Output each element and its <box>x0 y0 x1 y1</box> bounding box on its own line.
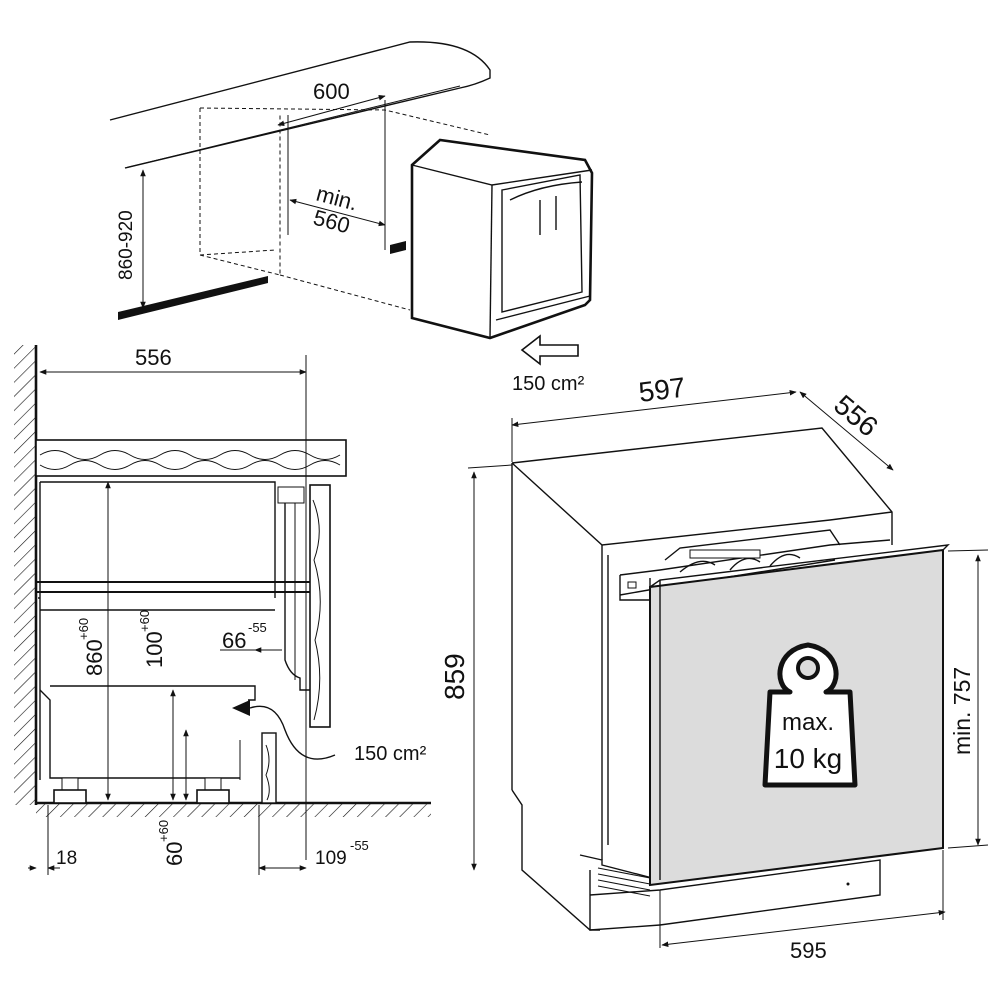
cabinet-top <box>511 427 893 545</box>
foot-label: 60 <box>162 842 187 866</box>
front-depth-dim <box>799 391 894 471</box>
right-offset-label: 109 <box>315 848 347 869</box>
appliance-mid <box>38 597 275 611</box>
door-height-ext-bottom <box>947 844 989 849</box>
door-width-dim <box>661 909 946 948</box>
niche-top-edge <box>199 107 491 136</box>
top-ventilation-label: 150 cm² <box>512 373 585 395</box>
appliance-foot-left <box>53 777 87 804</box>
side-ventilation-label: 150 cm² <box>354 743 427 765</box>
plinth-panel <box>589 859 881 926</box>
niche-back-floor <box>199 249 276 256</box>
door-top-edge <box>649 544 950 588</box>
front-depth-label: 556 <box>828 389 884 443</box>
appliance-box <box>410 138 594 340</box>
niche-floor-edge <box>279 274 411 311</box>
appliance-plinth <box>495 295 591 321</box>
plinth-strip-left <box>118 276 268 320</box>
plinth-shelf <box>50 685 256 701</box>
countertop-section <box>35 439 347 477</box>
height-860-920-label: 860-920 <box>116 210 137 280</box>
hinge-arm <box>284 503 310 691</box>
side-section: 556 860 +60 100 +60 <box>14 345 431 875</box>
gap-label: 66 <box>222 628 246 653</box>
hinge-block <box>277 486 305 504</box>
countertop-outline <box>109 41 491 169</box>
plinth-height-tol: +60 <box>137 610 152 632</box>
floor-hatching <box>36 803 431 817</box>
side-height-label: 860 <box>82 639 107 676</box>
plinth-front-left <box>589 870 661 931</box>
side-height-tol: +60 <box>76 618 91 640</box>
appliance-top <box>40 481 276 598</box>
door-height-label: min. 757 <box>949 667 975 755</box>
wall-hatching <box>14 345 36 805</box>
width-600-dim <box>277 94 386 127</box>
door-handle <box>509 181 583 201</box>
front-height-ext-top <box>467 464 513 469</box>
plinth-dot <box>846 882 850 886</box>
appliance-front-corner <box>489 184 493 339</box>
gap-tol: -55 <box>248 620 267 635</box>
front-height-label: 859 <box>439 653 470 700</box>
plinth-board <box>261 732 277 804</box>
countertop-edge <box>124 85 461 169</box>
door-wood-grain <box>312 499 321 721</box>
depth-560-dim <box>289 198 386 227</box>
left-offset-label: 18 <box>56 848 77 869</box>
foot-tol: +60 <box>156 820 171 842</box>
front-width-label: 597 <box>637 371 687 407</box>
side-width-label: 556 <box>135 345 172 370</box>
plinth-strip-right <box>390 241 406 254</box>
cabinet-left-bottom <box>511 789 600 931</box>
appliance-lower <box>39 689 240 779</box>
cabinet-plinth-top <box>579 854 661 881</box>
weight-value-label: 10 kg <box>774 743 843 774</box>
cabinet-top-front <box>511 462 893 546</box>
width-600-label: 600 <box>313 79 350 104</box>
right-offset-tol: -55 <box>350 838 369 853</box>
niche-perspective: 600 min. 560 860-920 150 cm² <box>109 41 594 395</box>
wood-grain-1 <box>39 450 341 460</box>
plinth-grain <box>265 744 270 801</box>
front-width-dim <box>511 389 797 428</box>
weight-max-label: max. <box>782 709 834 736</box>
appliance-door <box>501 174 583 313</box>
appliance-outline <box>410 138 594 340</box>
front-view: 597 556 859 <box>439 371 989 963</box>
niche-left-wall <box>199 108 281 276</box>
plinth-height-label: 100 <box>142 631 167 668</box>
weight-icon: max. 10 kg <box>762 642 858 788</box>
door-height-ext-top <box>947 549 989 552</box>
plinth-vents <box>597 867 651 897</box>
door-width-label: 595 <box>790 938 827 963</box>
airflow-arrow-icon-side <box>232 700 250 716</box>
appliance-foot-right <box>196 777 230 804</box>
appliance-top-edge <box>411 164 593 186</box>
wood-grain-2 <box>39 460 341 470</box>
airflow-arrow-icon <box>520 334 579 366</box>
airflow-curve <box>249 705 336 760</box>
